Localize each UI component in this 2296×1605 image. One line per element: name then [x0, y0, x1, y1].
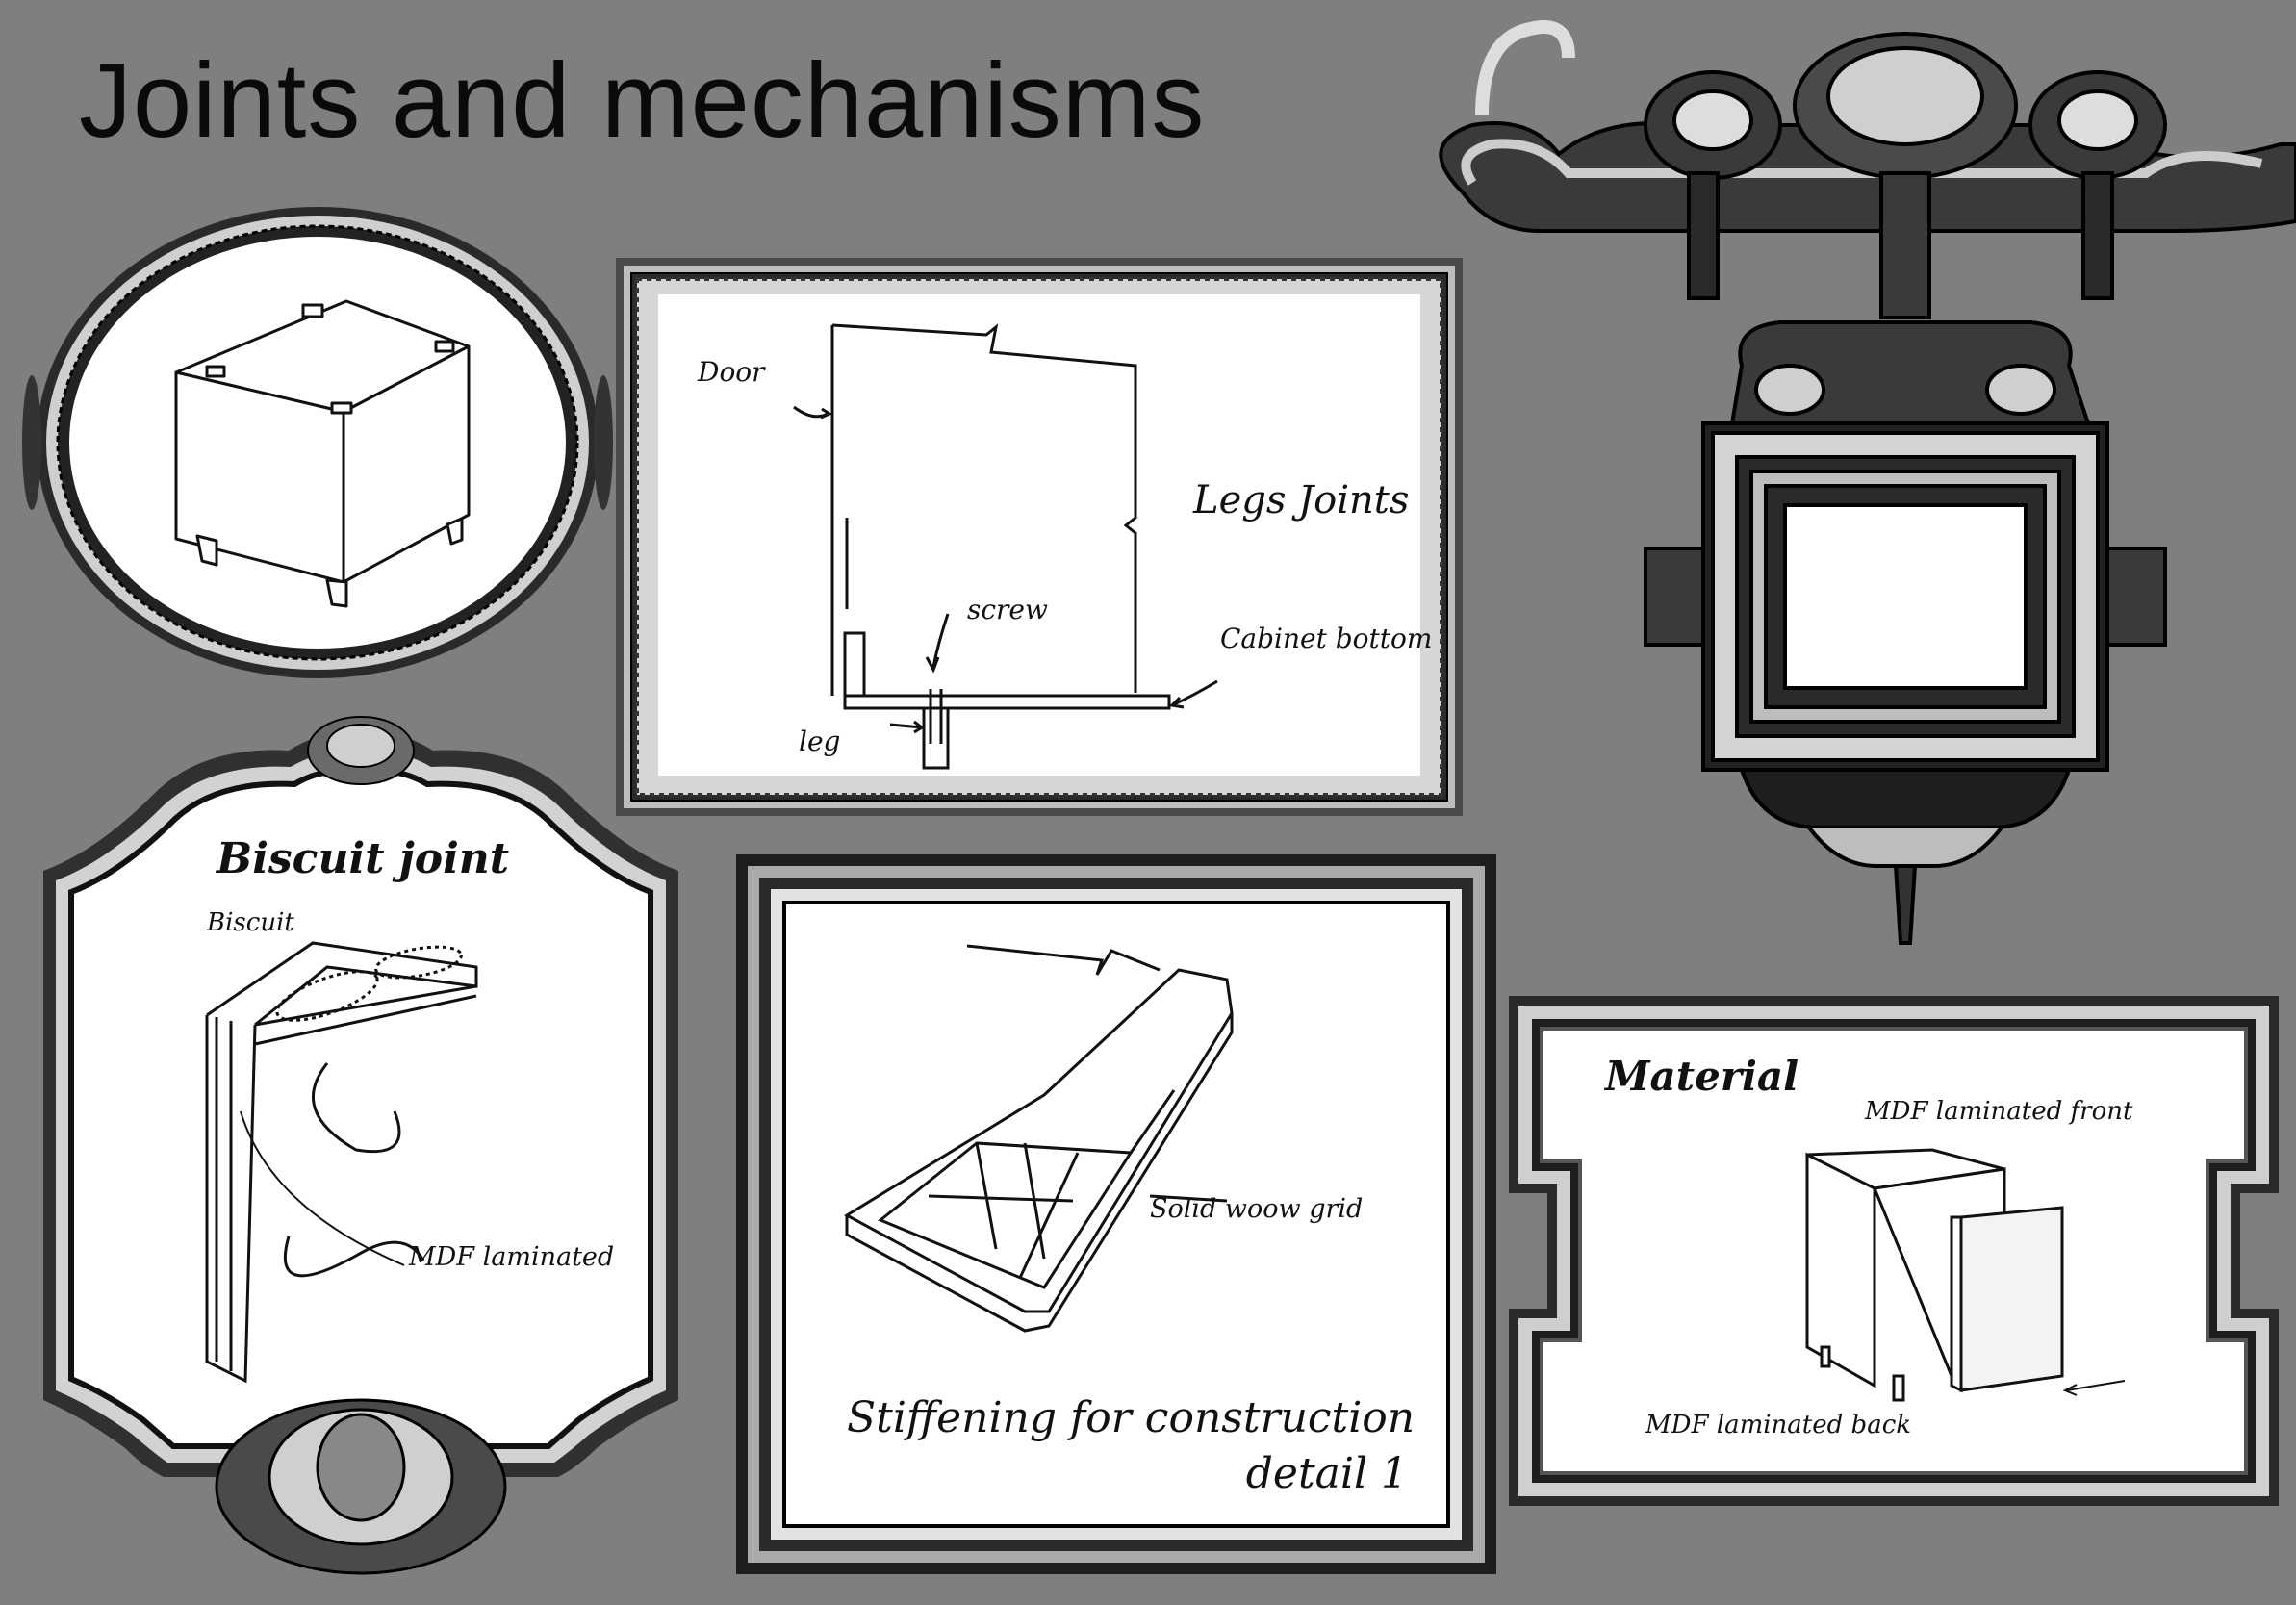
top-shell-ornament [307, 716, 415, 785]
bottom-crest-ornament [215, 1398, 507, 1575]
leg-label: leg [799, 726, 840, 757]
front-label: MDF laminated front [1864, 1097, 2133, 1126]
screw-label: screw [967, 594, 1048, 625]
biscuit-panel: Biscuit joint Biscuit MDF laminated [43, 716, 678, 1575]
biscuit-heading: Biscuit joint [215, 834, 509, 883]
material-drawing [1805, 1148, 2064, 1402]
cube-drawing [174, 299, 471, 608]
cube-panel [22, 207, 613, 678]
stiffening-heading-line2: detail 1 [1246, 1449, 1408, 1498]
door-label: Door [697, 356, 766, 388]
material-panel: Material MDF laminated front MDF laminat… [1509, 996, 2279, 1506]
legs-panel: Door Legs Joints screw Cabinet bottom le… [616, 258, 1463, 816]
stiffening-panel: Solid woow grid Stiffening for construct… [736, 854, 1496, 1574]
legs-heading: Legs Joints [1192, 478, 1409, 522]
material-heading: Material [1603, 1053, 1799, 1100]
mdf-label: MDF laminated [408, 1242, 614, 1272]
grid-label: Solid woow grid [1150, 1194, 1363, 1224]
biscuit-drawing [205, 941, 478, 1384]
page-title: Joints and mechanisms [79, 41, 1206, 160]
back-label: MDF laminated back [1645, 1411, 1911, 1439]
ornament-panel [1439, 20, 2296, 945]
stiffening-drawing [843, 944, 1234, 1333]
cabinet-bottom-label: Cabinet bottom [1220, 623, 1432, 654]
hanging-frame [1644, 320, 2167, 945]
legs-drawing [793, 323, 1218, 770]
stiffening-heading-line1: Stiffening for construction [847, 1393, 1415, 1442]
biscuit-label: Biscuit [206, 908, 294, 937]
top-scroll-ornament [1439, 20, 2296, 319]
